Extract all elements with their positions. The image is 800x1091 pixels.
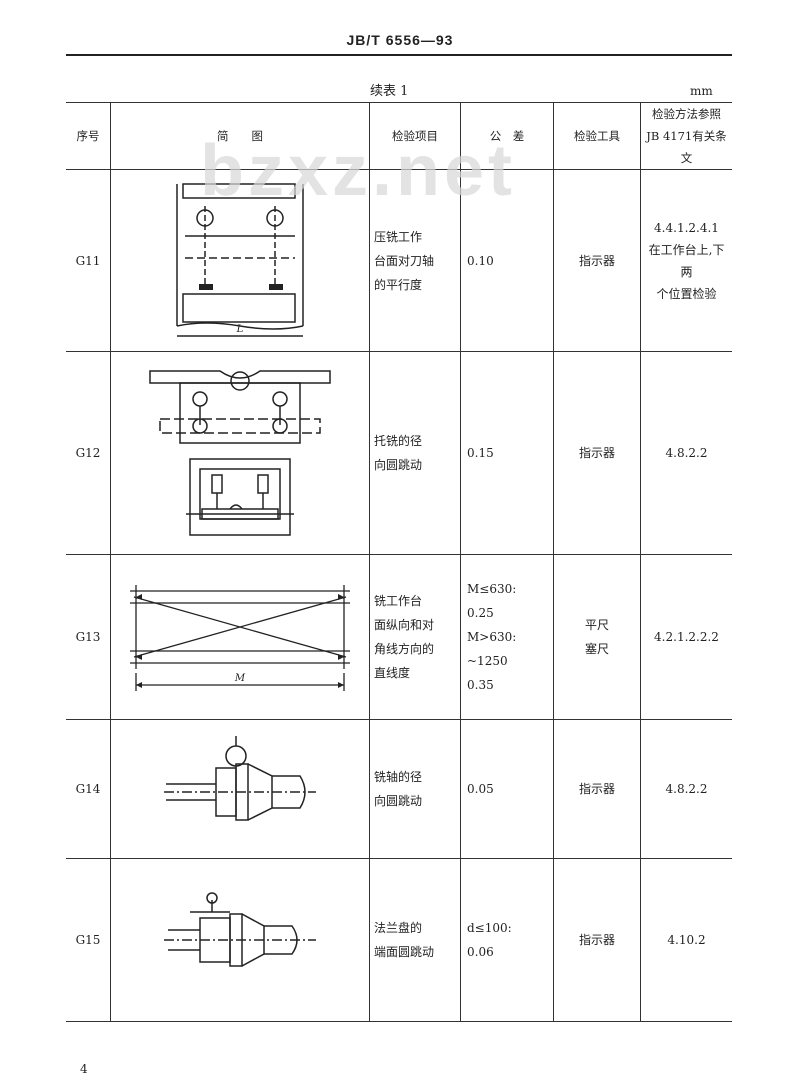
watermark: bzxz.net	[200, 131, 517, 211]
row-item: 法兰盘的 端面圆跳动	[369, 858, 461, 1022]
figure-label-m: M	[234, 673, 246, 684]
diagram-g14	[164, 736, 316, 821]
figure-label-l: L	[236, 324, 244, 335]
figure-g13: M	[110, 554, 370, 720]
row-tool: 平尺 塞尺	[553, 554, 641, 720]
row-no: G13	[66, 554, 111, 720]
row-tool: 指示器	[553, 719, 641, 859]
row-item: 托铣的径 向圆跳动	[369, 351, 461, 555]
row-item: 铣工作台 面纵向和对 角线方向的 直线度	[369, 554, 461, 720]
standard-number: JB/T 6556—93	[346, 32, 454, 48]
diagram-g12	[149, 370, 331, 536]
row-item: 铣轴的径 向圆跳动	[369, 719, 461, 859]
row-ref: 4.8.2.2	[640, 719, 732, 859]
row-tolerance: d≤100: 0.06	[460, 858, 554, 1022]
col-header-tool: 检验工具	[553, 102, 641, 170]
table-row: G11	[66, 169, 732, 352]
page-number: 4	[80, 1062, 88, 1076]
row-tolerance: M≤630: 0.25 M>630: ~1250 0.35	[460, 554, 554, 720]
table-row: G15 法兰盘的 端	[66, 858, 732, 1022]
col-header-tolerance: 公 差	[460, 102, 554, 170]
row-ref: 4.2.1.2.2.2	[640, 554, 732, 720]
col-header-figure: 简 图	[110, 102, 370, 170]
row-tool: 指示器	[553, 169, 641, 352]
header-rule	[66, 54, 732, 56]
figure-g15	[110, 858, 370, 1022]
table-caption: 续表 1	[370, 84, 409, 99]
inspection-table: 序号 简 图 检验项目 公 差 检验工具 检验方法参照 JB 4171有关条文 …	[66, 102, 732, 1022]
col-header-ref: 检验方法参照 JB 4171有关条文	[640, 102, 732, 170]
row-ref: 4.8.2.2	[640, 351, 732, 555]
unit-label: mm	[690, 84, 713, 98]
row-tool: 指示器	[553, 858, 641, 1022]
table-row: G12	[66, 351, 732, 555]
col-header-no: 序号	[66, 102, 111, 170]
row-tool: 指示器	[553, 351, 641, 555]
diagram-g13: M	[130, 585, 350, 691]
row-no: G12	[66, 351, 111, 555]
row-ref: 4.10.2	[640, 858, 732, 1022]
col-header-item: 检验项目	[369, 102, 461, 170]
diagram-g11: L	[176, 182, 304, 337]
row-item: 压铣工作 台面对刀轴 的平行度	[369, 169, 461, 352]
row-ref: 4.4.1.2.4.1 在工作台上,下两 个位置检验	[640, 169, 732, 352]
table-row: G14 铣轴的径 向圆跳动 0.0	[66, 719, 732, 859]
row-no: G11	[66, 169, 111, 352]
row-tolerance: 0.15	[460, 351, 554, 555]
figure-g12	[110, 351, 370, 555]
figure-g14	[110, 719, 370, 859]
row-no: G14	[66, 719, 111, 859]
row-no: G15	[66, 858, 111, 1022]
row-tolerance: 0.05	[460, 719, 554, 859]
row-tolerance: 0.10	[460, 169, 554, 352]
table-row: G13	[66, 554, 732, 720]
diagram-g15	[164, 892, 316, 967]
figure-g11: L	[110, 169, 370, 352]
